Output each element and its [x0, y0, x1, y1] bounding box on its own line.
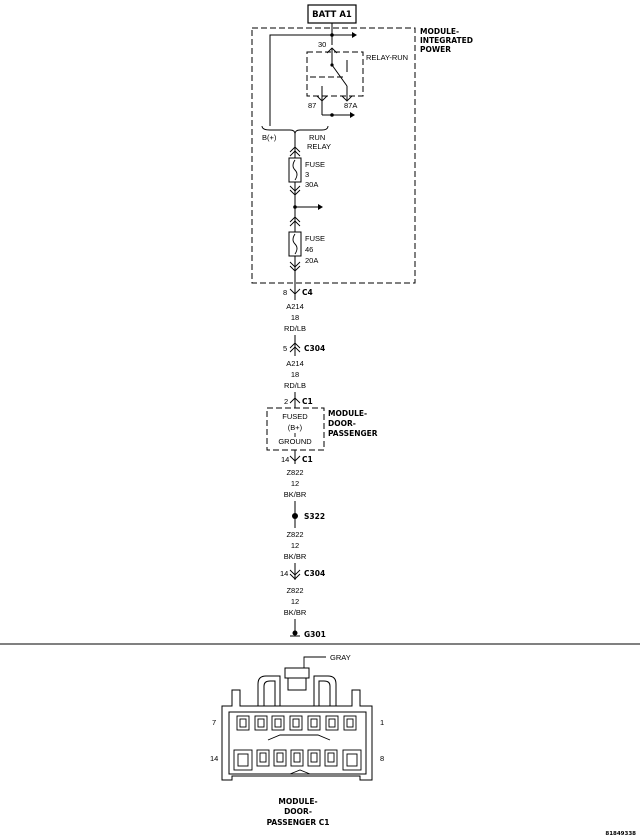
door-bplus-label: (B+): [288, 423, 303, 432]
c304-a-name: C304: [304, 344, 325, 353]
pin-label-bottom-left: 14: [210, 754, 218, 763]
module-power-label-3: POWER: [420, 45, 451, 54]
cavity-row-bottom: [233, 749, 362, 771]
c1-b-pin: 14: [281, 455, 289, 464]
relay-pin87-label: 87: [308, 101, 316, 110]
pin-label-top-right: 1: [380, 718, 384, 727]
connector-color-label: GRAY: [330, 653, 351, 662]
relay-pin30-label: 30: [318, 40, 326, 49]
wire-a214-1-circuit: A214: [286, 302, 304, 311]
c4-pin: 8: [283, 288, 287, 297]
c304-a-pin: 5: [283, 344, 287, 353]
c4-name: C4: [302, 288, 313, 297]
fuse3-rating: 30A: [305, 180, 318, 189]
splice-s322-icon: [292, 513, 298, 519]
c1-b-name: C1: [302, 455, 313, 464]
module-power-label-1: MODULE-: [420, 27, 459, 36]
wire-a214-2-color: RD/LB: [284, 381, 306, 390]
wire-z822-1-color: BK/BR: [284, 490, 307, 499]
c1-a-name: C1: [302, 397, 313, 406]
wire-z822-1-gauge: 12: [291, 479, 299, 488]
wire-z822-2-gauge: 12: [291, 541, 299, 550]
fuse3-name: FUSE: [305, 160, 325, 169]
connector-title-2: DOOR-: [284, 807, 312, 816]
connector-face-view: GRAY: [210, 653, 384, 827]
bplus-label: B(+): [262, 133, 277, 142]
module-power-label-2: INTEGRATED: [420, 36, 473, 45]
wire-z822-3-color: BK/BR: [284, 608, 307, 617]
batt-label: BATT A1: [312, 10, 352, 20]
door-ground-label: GROUND: [278, 437, 312, 446]
relay-label: RELAY: [307, 142, 331, 151]
splice-name: S322: [304, 512, 325, 521]
ground-g301-icon: [292, 630, 298, 636]
fuse46-rating: 20A: [305, 256, 318, 265]
fuse46-number: 46: [305, 245, 313, 254]
c304-b-pin: 14: [280, 569, 288, 578]
ground-name: G301: [304, 630, 326, 639]
connector-title-1: MODULE-: [278, 797, 317, 806]
wire-z822-1-circuit: Z822: [286, 468, 303, 477]
connector-title-3: PASSENGER C1: [267, 818, 330, 827]
module-integrated-power-box: [251, 27, 416, 284]
wire-z822-3-circuit: Z822: [286, 586, 303, 595]
run-label: RUN: [309, 133, 325, 142]
pin-label-top-left: 7: [212, 718, 216, 727]
pin-label-bottom-right: 8: [380, 754, 384, 763]
door-fused-label: FUSED: [282, 412, 308, 421]
figure-id: 81849338: [605, 831, 636, 837]
door-module-label-3: PASSENGER: [328, 429, 378, 438]
door-module-label-2: DOOR-: [328, 419, 356, 428]
relay-run-box: [306, 51, 364, 97]
cavity-row-top: [236, 715, 357, 731]
fuse3-number: 3: [305, 170, 309, 179]
wire-z822-3-gauge: 12: [291, 597, 299, 606]
wire-z822-2-color: BK/BR: [284, 552, 307, 561]
relay-run-label: RELAY-RUN: [366, 53, 408, 62]
wire-a214-1-color: RD/LB: [284, 324, 306, 333]
wire-a214-2-circuit: A214: [286, 359, 304, 368]
wire-a214-1-gauge: 18: [291, 313, 299, 322]
fuse46-name: FUSE: [305, 234, 325, 243]
relay-pin87a-label: 87A: [344, 101, 357, 110]
c304-b-name: C304: [304, 569, 325, 578]
door-module-label-1: MODULE-: [328, 409, 367, 418]
wire-z822-2-circuit: Z822: [286, 530, 303, 539]
c1-a-pin: 2: [284, 397, 288, 406]
wire-a214-2-gauge: 18: [291, 370, 299, 379]
